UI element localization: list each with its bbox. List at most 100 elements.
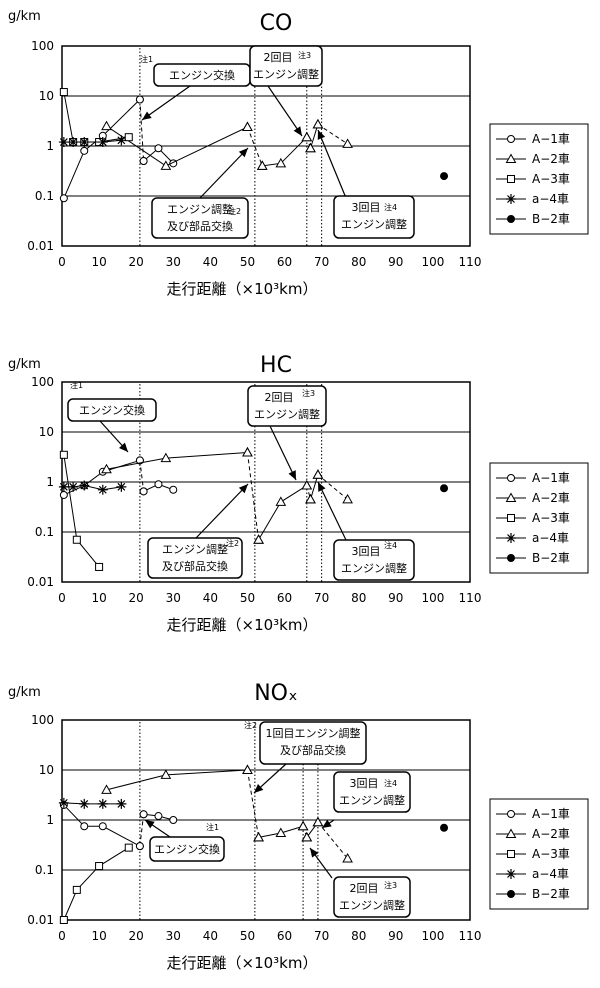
x-tick-label: 0 <box>58 255 66 269</box>
x-axis-label: 走行距離（×10³km） <box>167 280 318 298</box>
marker-triangle <box>505 153 517 163</box>
series-5 <box>440 172 449 181</box>
legend-item: B−2車 <box>496 212 570 226</box>
legend-label: B−2車 <box>532 887 570 901</box>
series-1 <box>59 456 178 499</box>
marker-square <box>95 862 104 871</box>
marker-triangle <box>505 492 517 502</box>
y-tick-label: 0.01 <box>27 239 54 253</box>
marker-triangle <box>242 446 253 457</box>
series-dashed-line <box>246 769 260 838</box>
series-line <box>63 847 130 921</box>
series-5 <box>440 484 449 493</box>
marker-triangle <box>297 820 309 831</box>
legend-label: B−2車 <box>532 212 570 226</box>
legend-item: A−3車 <box>496 172 570 186</box>
annotation-text-2: エンジン調整 <box>339 793 405 807</box>
series-line <box>106 769 248 791</box>
x-tick-label: 90 <box>388 929 403 943</box>
marker-square <box>59 450 68 459</box>
legend-item: A−1車 <box>496 132 570 146</box>
legend-label: a−4車 <box>532 192 569 206</box>
marker-triangle <box>301 480 313 490</box>
marker-triangle <box>101 120 112 131</box>
series-2 <box>101 764 353 863</box>
annotation-arrow-line <box>267 85 303 137</box>
annotation-text: エンジン調整 <box>167 202 233 216</box>
annotation-note: 注4 <box>384 540 397 550</box>
annotation-text-2: エンジン調整 <box>254 407 320 421</box>
marker-circle <box>507 810 515 818</box>
x-tick-label: 70 <box>314 591 329 605</box>
x-tick-label: 110 <box>459 591 482 605</box>
annotation-note: 注3 <box>302 388 315 398</box>
annotation-text-2: 及び部品交換 <box>162 559 228 573</box>
annotation-note: 注4 <box>384 202 397 212</box>
legend-item: A−3車 <box>496 511 570 525</box>
annotation-note: 注1 <box>70 380 83 390</box>
x-tick-label: 110 <box>459 929 482 943</box>
y-tick-label: 1 <box>46 813 54 827</box>
annotation-note: 注2 <box>228 206 241 216</box>
y-tick-label: 10 <box>39 89 54 103</box>
marker-square <box>507 175 515 183</box>
x-axis-label: 走行距離（×10³km） <box>167 954 318 972</box>
annotation-note: 注1 <box>140 54 153 64</box>
annotation-box <box>151 197 249 239</box>
series-3 <box>59 843 133 924</box>
marker-triangle <box>305 493 316 504</box>
series-dashed-line <box>246 452 260 540</box>
legend-label: a−4車 <box>532 531 569 545</box>
y-tick-label: 100 <box>31 39 54 53</box>
annotation-text-2: エンジン調整 <box>253 67 319 81</box>
marker-filled-circle <box>440 823 449 832</box>
annotation-arrowhead <box>142 111 152 120</box>
annotation-arrowhead <box>238 148 248 158</box>
plot-frame <box>61 719 471 921</box>
marker-circle <box>154 144 163 153</box>
legend-label: A−1車 <box>532 132 570 146</box>
y-unit-label: g/km <box>8 685 41 700</box>
x-tick-label: 60 <box>277 591 292 605</box>
series-4 <box>58 480 127 495</box>
marker-circle <box>98 822 107 831</box>
y-tick-label: 0.1 <box>35 525 54 539</box>
marker-filled-circle <box>440 484 449 493</box>
marker-circle <box>154 480 163 489</box>
series-dashed-line <box>139 99 145 162</box>
marker-asterisk <box>97 798 108 809</box>
marker-square <box>72 535 81 544</box>
series-line <box>63 454 100 568</box>
annotation-box <box>333 539 415 581</box>
y-tick-label: 1 <box>46 139 54 153</box>
x-tick-label: 50 <box>240 255 255 269</box>
annotation-note: 注3 <box>384 880 397 890</box>
annotation-box <box>247 385 327 427</box>
marker-asterisk <box>79 798 90 809</box>
y-tick-label: 0.01 <box>27 575 54 589</box>
series-line <box>63 99 141 199</box>
x-tick-label: 20 <box>129 255 144 269</box>
annotation-box <box>333 195 415 239</box>
series-4 <box>58 135 127 148</box>
x-tick-label: 80 <box>351 255 366 269</box>
annotation-arrowhead <box>310 848 319 858</box>
marker-triangle <box>312 118 324 129</box>
marker-asterisk <box>506 533 516 543</box>
marker-asterisk <box>68 137 79 148</box>
marker-triangle <box>275 157 287 168</box>
annotation-box <box>149 836 225 862</box>
marker-triangle <box>305 142 316 153</box>
marker-circle <box>169 485 178 494</box>
series-3 <box>59 450 104 571</box>
legend-item: a−4車 <box>496 531 569 545</box>
marker-asterisk <box>116 798 127 809</box>
